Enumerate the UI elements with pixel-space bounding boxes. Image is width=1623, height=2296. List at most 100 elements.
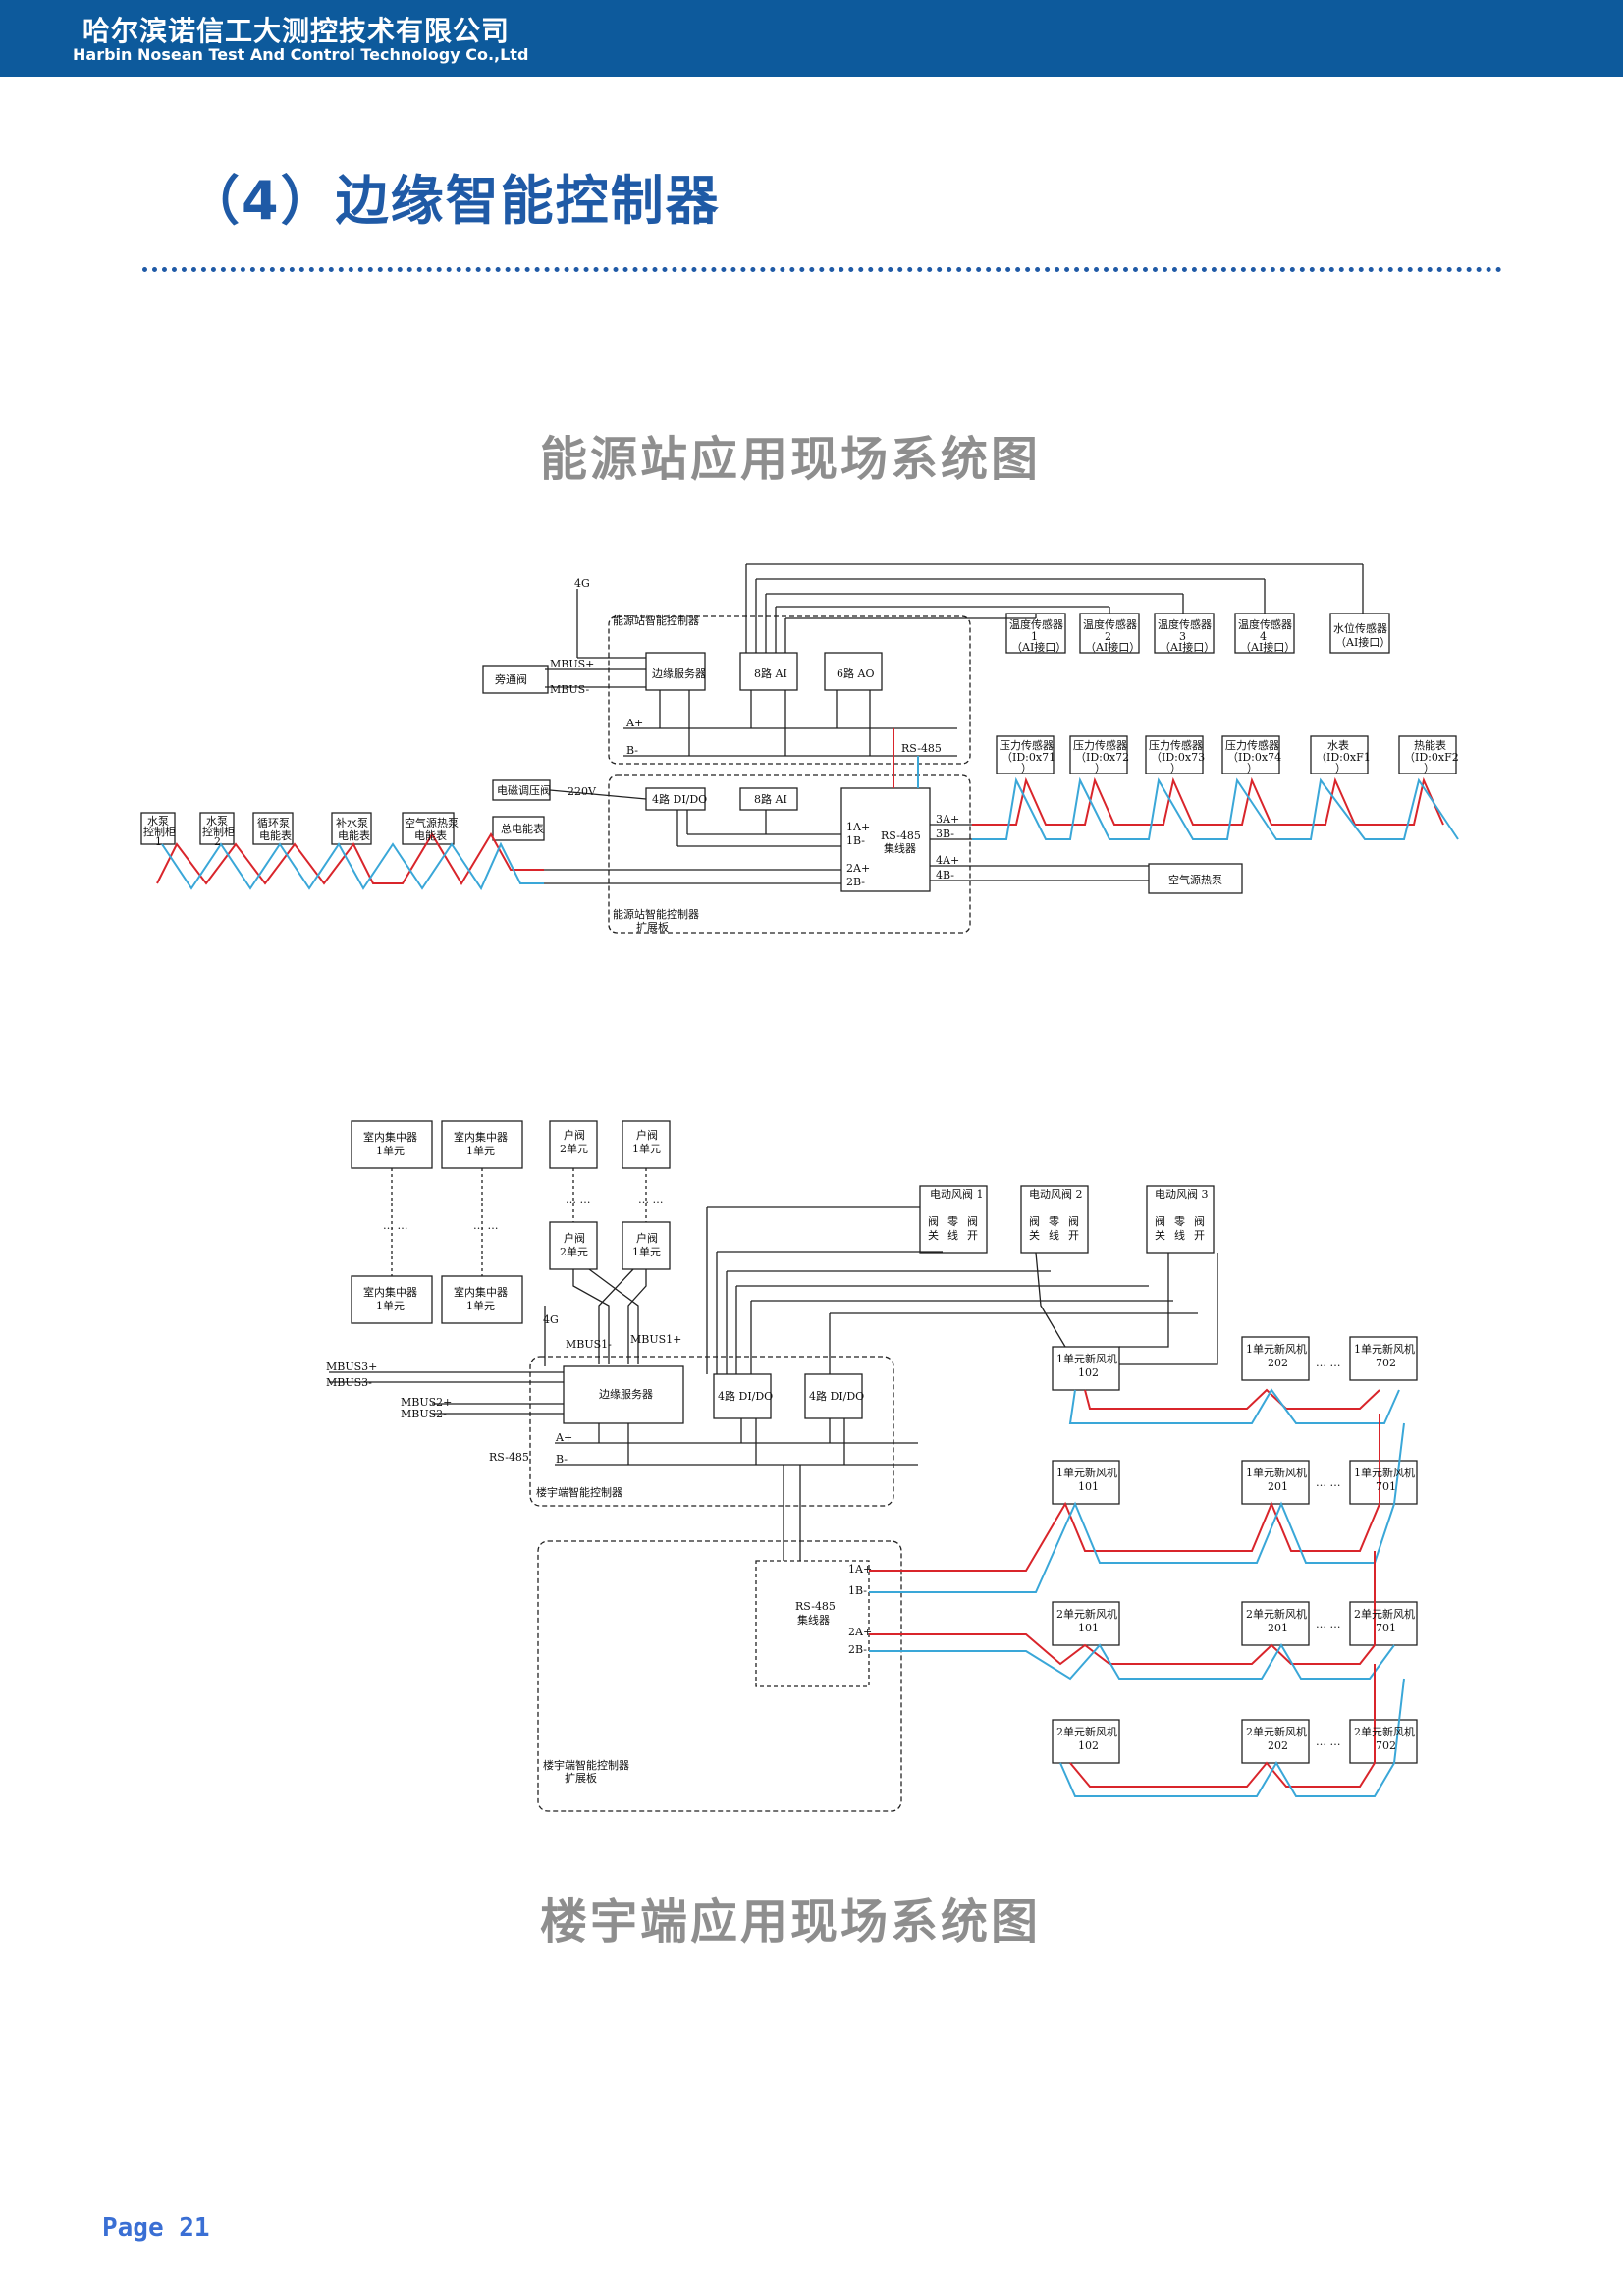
diagram-label: 2单元新风机 (1056, 1725, 1117, 1738)
diagram-label: 4路 DI/DO (652, 793, 707, 806)
diagram-label: 户阀 (636, 1231, 658, 1245)
diagram-label: 室内集中器 (363, 1130, 417, 1144)
diagram-label: 阀 (1155, 1214, 1165, 1228)
diagram-label: 2A+ (848, 1626, 872, 1638)
diagram-label: B- (556, 1453, 568, 1466)
page-number: Page 21 (102, 2214, 210, 2243)
diagram-label: 3B- (936, 828, 954, 840)
diagram-label: 1单元新风机 (1246, 1342, 1307, 1356)
diagram-label: 温度传感器 (1083, 617, 1137, 631)
diagram-label: 水泵 (206, 815, 228, 828)
diagram-label: 室内集中器 (363, 1285, 417, 1299)
diagram-label: 1单元新风机 (1246, 1466, 1307, 1479)
diagram-label: 2B- (848, 1643, 867, 1656)
diagram-label: 室内集中器 (454, 1285, 508, 1299)
diagram-label: 4G (543, 1313, 559, 1326)
diagram-label: 1 (155, 835, 162, 848)
diagram-label: 电能表 (414, 828, 447, 842)
diagram-label: 702 (1376, 1357, 1396, 1369)
diagram-label: 1单元新风机 (1056, 1466, 1117, 1479)
diagram-label: 户阀 (636, 1128, 658, 1142)
section-title: （4）边缘智能控制器 (187, 170, 721, 232)
diagram-label: ） (1424, 762, 1434, 774)
diagram-label: … … (566, 1194, 591, 1206)
diagram-label: 控制柜 (202, 825, 235, 838)
diagram-label: 压力传感器 (1149, 739, 1203, 752)
diagram-label: （ID:0x73 (1151, 751, 1205, 764)
diagram-label: （ID:0x74 (1227, 751, 1281, 764)
diagram-label: 2A+ (846, 862, 870, 875)
diagram-label: 1单元 (376, 1145, 405, 1157)
diagram-label: 202 (1268, 1357, 1288, 1369)
diagram-label: 1A+ (848, 1563, 872, 1575)
diagram-label: ） (1021, 762, 1032, 774)
diagram-label: 201 (1268, 1622, 1288, 1634)
diagram-label: 8路 AI (754, 667, 787, 680)
diagram-label: 101 (1078, 1480, 1099, 1493)
diagram-label: （ID:0x71 (1001, 751, 1055, 764)
diagram-label: RS-485 (901, 742, 942, 755)
diagram-label: 楼宇端智能控制器 (543, 1758, 629, 1772)
diagram-label: 102 (1078, 1739, 1099, 1752)
diagram-label: 旁通阀 (495, 672, 527, 686)
diagram-label: 1单元新风机 (1354, 1466, 1415, 1479)
diagram-label: 电动风阀 3 (1155, 1187, 1209, 1201)
diagram-label: 零 (947, 1215, 958, 1228)
diagram-label: 1单元新风机 (1354, 1342, 1415, 1356)
company-name-cn: 哈尔滨诺信工大测控技术有限公司 (82, 15, 511, 47)
diagram-label: 温度传感器 (1238, 617, 1292, 631)
diagram-label: 1单元 (466, 1300, 495, 1312)
diagram-label: 2B- (846, 876, 865, 888)
diagram-label: 能源站智能控制器 (613, 907, 699, 921)
diagram-label: 水位传感器 (1333, 621, 1387, 635)
dotted-divider (142, 267, 1502, 272)
diagram-label: 压力传感器 (1225, 739, 1279, 752)
diagram-label: （AI接口） (1011, 641, 1066, 654)
diagram-label: B- (626, 744, 638, 757)
diagram-label: 阀 (967, 1214, 978, 1228)
diagram-label: 边缘服务器 (652, 667, 706, 680)
diagram-label: … … (638, 1194, 664, 1206)
company-name-en: Harbin Nosean Test And Control Technolog… (73, 45, 529, 64)
diagram-label: 水表 (1327, 738, 1349, 752)
diagram-label: （AI接口） (1160, 641, 1215, 654)
diagram-label: ） (1095, 762, 1106, 774)
diagram-label: 关 (1029, 1228, 1040, 1242)
diagram-label: RS-485 (795, 1600, 836, 1613)
diagram-label: 电动风阀 2 (1029, 1187, 1083, 1201)
diagram-label: 702 (1376, 1739, 1396, 1752)
diagram-label: 开 (967, 1229, 978, 1242)
diagram-label: MBUS+ (550, 658, 594, 670)
diagram-label: 压力传感器 (1000, 739, 1054, 752)
diagram-label: 能源站智能控制器 (613, 614, 699, 627)
diagram-label: MBUS2- (401, 1408, 447, 1420)
diagram-label: 4路 DI/DO (718, 1390, 773, 1403)
diagram-label: （ID:0xF2 (1404, 751, 1459, 764)
diagram-label: 关 (1155, 1228, 1165, 1242)
diagram-label: （AI接口） (1335, 636, 1390, 649)
diagram-label: 1B- (848, 1584, 867, 1597)
diagram-label: 4G (574, 577, 590, 590)
diagram-label: 循环泵 (257, 817, 290, 829)
diagram-label: 6路 AO (837, 667, 874, 680)
diagram-label: MBUS2+ (401, 1396, 452, 1409)
diagram-label: 电能表 (338, 828, 370, 842)
diagram-label: 1 (1031, 630, 1038, 643)
diagram-label: 阀 (1068, 1214, 1079, 1228)
diagram-label: 2单元 (560, 1143, 588, 1155)
diagram-label: 3 (1179, 630, 1186, 643)
diagram-label: … … (1316, 1357, 1341, 1369)
diagram-label: 202 (1268, 1739, 1288, 1752)
diagram-label: （AI接口） (1085, 641, 1140, 654)
diagram-label: … … (473, 1219, 499, 1232)
diagram-label: 3A+ (936, 813, 959, 826)
diagram-label: MBUS3- (326, 1376, 372, 1389)
diagram-label: 热能表 (1414, 738, 1446, 752)
diagram-label: RS-485 (881, 829, 921, 842)
diagram-label: 2 (1105, 630, 1111, 643)
diagram-label: … … (1316, 1476, 1341, 1489)
diagram-label: A+ (625, 717, 643, 729)
diagram-label: 2单元新风机 (1354, 1725, 1415, 1738)
diagram-label: ） (1247, 762, 1258, 774)
diagram-label: 水泵 (147, 815, 169, 828)
